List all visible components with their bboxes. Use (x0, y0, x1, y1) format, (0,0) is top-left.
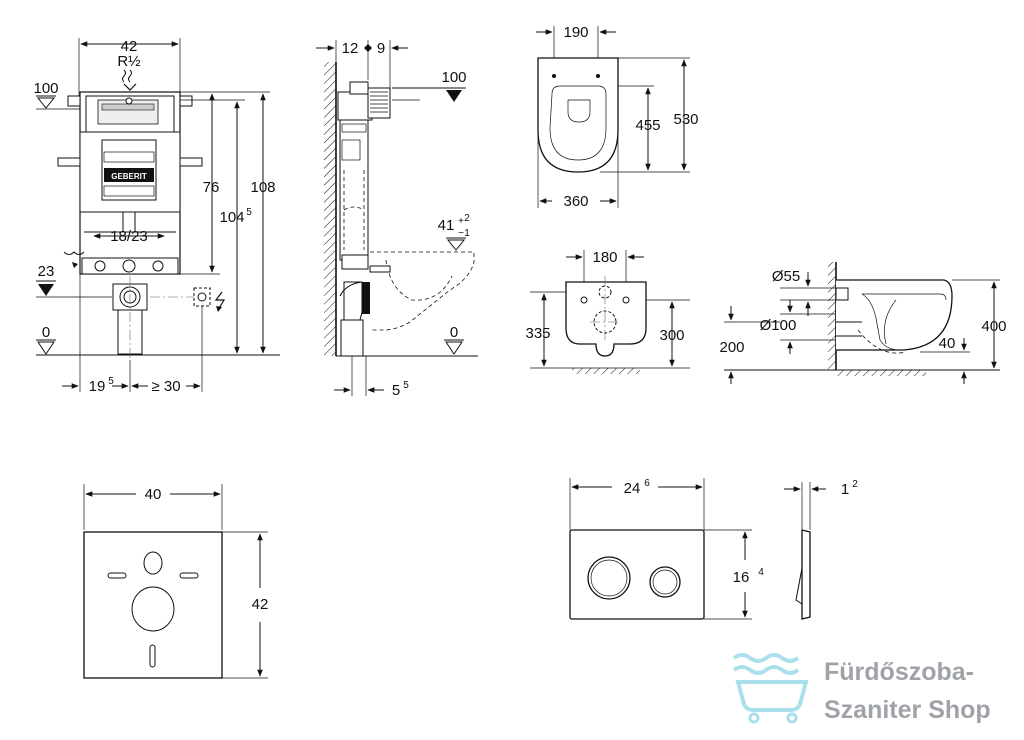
bowl-front-h300-label: 300 (659, 327, 684, 344)
thread-label: R½ (117, 53, 141, 70)
frame-front-view: 42 R½ 100 GEBERIT 18/23 (33, 38, 280, 395)
bowl-front-view: 180 335 300 (525, 249, 690, 374)
height-104-label: 104 (219, 209, 244, 226)
side-level-41-label: 41 (438, 217, 455, 234)
side-d9-label: 9 (377, 40, 385, 57)
sound-mat-view: 40 42 (83, 484, 269, 679)
plate-width-sup: 6 (644, 478, 650, 489)
frame-side-view: 12 9 100 41 + 2 − 1 (316, 40, 478, 399)
bowl-side-h200-label: 200 (719, 339, 744, 356)
bowl-side-d100-label: Ø100 (760, 317, 797, 334)
mat-width-label: 40 (145, 486, 162, 503)
bowl-side-h40-label: 40 (939, 335, 956, 352)
bowl-top-w360-label: 360 (563, 193, 588, 210)
bowl-top-h530-label: 530 (673, 111, 698, 128)
side-tol-plus-val: 2 (464, 213, 470, 224)
bowl-side-d55-label: Ø55 (772, 268, 800, 285)
bowl-side-h400-label: 400 (981, 318, 1006, 335)
watermark-line-1: Fürdőszoba- (824, 658, 974, 686)
bowl-front-h335-label: 335 (525, 325, 550, 342)
water-level-label: 100 (33, 80, 58, 97)
mat-height-label: 42 (252, 596, 269, 613)
bowl-side-view: Ø55 Ø100 200 40 400 (719, 262, 1007, 384)
height-104-sup: 5 (246, 207, 252, 218)
flush-plate-view: 24 6 16 4 1 2 (569, 478, 858, 620)
plate-width-label: 24 (624, 480, 641, 497)
offset-19-sup: 5 (108, 376, 114, 387)
watermark-line-2: Szaniter Shop (824, 696, 991, 724)
side-tol-minus-val: 1 (464, 228, 470, 239)
side-d5-sup: 5 (403, 380, 409, 391)
level-23-label: 23 (38, 263, 55, 280)
height-108-label: 108 (250, 179, 275, 196)
side-d5-label: 5 (392, 382, 400, 399)
pipe-span-label: 18/23 (110, 228, 148, 245)
side-level-0-label: 0 (450, 324, 458, 341)
side-tol-plus: + (458, 216, 464, 227)
frame-width-label: 42 (121, 38, 138, 55)
brand-label: GEBERIT (111, 172, 147, 181)
bowl-top-w190-label: 190 (563, 24, 588, 41)
plate-depth-sup: 2 (852, 479, 858, 490)
bathtub-logo-icon (732, 653, 809, 724)
bowl-top-view: 190 455 530 360 (536, 24, 699, 210)
height-76-label: 76 (203, 179, 220, 196)
side-d12-label: 12 (342, 40, 359, 57)
side-tol-minus: − (458, 228, 464, 239)
offset-30-label: ≥ 30 (151, 378, 180, 395)
shop-watermark: Fürdőszoba- Szaniter Shop (728, 652, 1020, 730)
offset-19-label: 19 (89, 378, 106, 395)
side-level-100-label: 100 (441, 69, 466, 86)
bowl-top-h455-label: 455 (635, 117, 660, 134)
level-0-label: 0 (42, 324, 50, 341)
plate-height-label: 16 (733, 569, 750, 586)
plate-height-sup: 4 (758, 567, 764, 578)
bowl-front-w180-label: 180 (592, 249, 617, 266)
plate-depth-label: 1 (841, 481, 849, 498)
